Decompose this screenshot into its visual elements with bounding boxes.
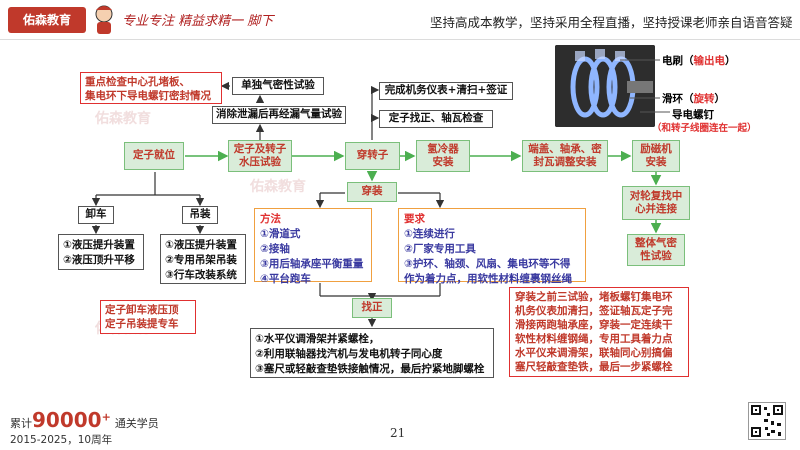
summary-line: 软性材料缠钢绳，专用工具着力点 — [515, 332, 673, 345]
stator-place-node: 定子就位 — [124, 142, 184, 170]
wheel-check-node: 对轮复找中 心并连接 — [622, 186, 690, 220]
summary-line: 穿装之前三试验，堵板螺钉集电环 — [515, 291, 673, 303]
method-box: 方法 ①滑道式 ②接轴 ③用后轴承座平衡重量 ④平台跑车 — [254, 208, 372, 285]
node-line: 定子及转子 — [233, 142, 287, 155]
summary-line: 塞尺轻敲查垫铁，最后一步紧螺栓 — [515, 360, 673, 373]
hoist-node: 吊装 — [182, 206, 218, 224]
summary-line: 机务仪表加清扫，签证轴瓦定子完 — [515, 304, 673, 317]
count-prefix: 累计 — [10, 417, 32, 430]
qr-code-icon — [748, 402, 786, 440]
reseal-test-box: 消除泄漏后再经漏气量试验 — [212, 106, 346, 124]
complete-items-box: 完成机务仪表+清扫+签证 — [379, 82, 513, 100]
airtight-test-box: 单独气密性试验 — [232, 77, 324, 95]
method-item: ④平台跑车 — [260, 272, 311, 285]
node-line: 安装 — [432, 156, 454, 168]
key-check-note: 重点检查中心孔堵板、 集电环下导电螺钉密封情况 — [80, 72, 222, 104]
note-line: 定子吊装提专车 — [105, 318, 179, 331]
node-line: 端盖、轴承、密 — [528, 142, 602, 155]
slip-ring-photo — [555, 45, 655, 127]
list-item: ①液压提升装置 — [165, 239, 237, 251]
require-item: ②厂家专用工具 — [404, 242, 476, 255]
brush-end: ） — [725, 55, 736, 67]
align-check-box: 定子找正、轴瓦检查 — [379, 110, 493, 128]
brand-logo: 佑森教育 — [8, 7, 86, 33]
count-plus: + — [101, 410, 111, 424]
node-line: 心并连接 — [635, 203, 677, 215]
thread-label-node: 穿装 — [347, 182, 397, 202]
brush-text: 电刷（ — [662, 55, 694, 67]
hoist-items: ①液压提升装置 ②专用吊架吊装 ③行车改装系统 — [160, 234, 246, 284]
list-item: ①液压提升装置 — [63, 239, 135, 251]
unload-items: ①液压提升装置 ②液压顶升平移 — [58, 234, 144, 270]
screw-label: 导电螺钉 — [672, 109, 714, 121]
require-item: ③护环、轴颈、风扇、集电环等不得 — [404, 257, 571, 270]
cooler-install-node: 氢冷器 安装 — [416, 140, 470, 172]
require-item: ①连续进行 — [404, 227, 455, 240]
overall-airtight-node: 整体气密 性试验 — [627, 234, 685, 266]
list-item: ②液压顶升平移 — [63, 254, 135, 267]
node-line: 封瓦调整安装 — [533, 156, 597, 168]
ring-text: 滑环（ — [662, 93, 694, 105]
node-line: 整体气密 — [635, 236, 677, 249]
require-item: 作为着力点，用软性材料缠裹钢丝绳 — [404, 272, 572, 285]
align-items: ①水平仪调滑架并紧螺栓， ②利用联轴器找汽机与发电机转子同心度 ③塞尺或轻敲查垫… — [250, 328, 494, 378]
summary-rhyme-box: 穿装之前三试验，堵板螺钉集电环 机务仪表加清扫，签证轴瓦定子完 滑接两跑轴承座，… — [509, 287, 689, 377]
unload-node: 卸车 — [78, 206, 114, 224]
method-title: 方法 — [260, 213, 281, 225]
page-number: 21 — [390, 426, 406, 440]
list-item: ②专用吊架吊装 — [165, 254, 237, 267]
require-title: 要求 — [404, 213, 425, 225]
node-line: 氢冷器 — [427, 142, 459, 155]
list-item: ③塞尺或轻敲查垫铁接触情况，最后拧紧地脚螺栓 — [255, 363, 485, 376]
watermark: 佑森教育 — [95, 111, 151, 127]
method-item: ①滑道式 — [260, 227, 301, 240]
method-item: ②接轴 — [260, 242, 290, 255]
cumulative-count: 累计90000+通关学员 — [10, 408, 159, 432]
note-line: 定子卸车液压顶 — [105, 304, 179, 316]
thread-rotor-node: 穿转子 — [345, 142, 400, 170]
method-item: ③用后轴承座平衡重量 — [260, 257, 364, 270]
list-item: ③行车改装系统 — [165, 269, 237, 282]
end-cover-node: 端盖、轴承、密 封瓦调整安装 — [522, 140, 608, 172]
summary-line: 水平仪来调滑架，联轴同心别搞偏 — [515, 346, 673, 359]
header-slogan: 坚持高成本教学，坚持采用全程直播，坚持授课老师亲自语音答疑 — [430, 15, 793, 30]
node-line: 对轮复找中 — [629, 189, 683, 202]
summary-line: 滑接两跑轴承座，穿装一定连续干 — [515, 318, 673, 331]
node-line: 安装 — [645, 156, 667, 168]
ring-label: 滑环（旋转） — [662, 91, 725, 106]
top-bar — [0, 0, 800, 40]
special-tools-note: 定子卸车液压顶 定子吊装提专车 — [100, 300, 196, 334]
list-item: ②利用联轴器找汽机与发电机转子同心度 — [255, 348, 443, 361]
watermark: 佑森教育 — [250, 179, 306, 195]
node-line: 水压试验 — [239, 156, 281, 168]
screw-note: （和转子线圈连在一起） — [652, 123, 757, 134]
node-line: 性试验 — [640, 250, 672, 262]
mascot-icon — [90, 4, 118, 36]
count-value: 90000 — [32, 408, 102, 432]
exciter-install-node: 励磁机 安装 — [632, 140, 680, 172]
handwritten-slogan: 专业专注 精益求精一 脚下 — [122, 14, 274, 29]
ring-end: ） — [714, 93, 726, 105]
count-suffix: 通关学员 — [114, 417, 159, 430]
brush-note: 输出电 — [693, 55, 726, 67]
key-check-line: 集电环下导电螺钉密封情况 — [85, 90, 211, 103]
ring-note: 旋转 — [693, 93, 715, 105]
require-box: 要求 ①连续进行 ②厂家专用工具 ③护环、轴颈、风扇、集电环等不得 作为着力点，… — [398, 208, 586, 285]
list-item: ①水平仪调滑架并紧螺栓， — [255, 333, 380, 345]
brush-label: 电刷（输出电） — [662, 53, 736, 68]
node-line: 励磁机 — [640, 142, 672, 155]
key-check-line: 重点检查中心孔堵板、 — [85, 76, 190, 88]
hydro-test-node: 定子及转子 水压试验 — [228, 140, 292, 172]
align-label-node: 找正 — [352, 298, 392, 318]
anniversary-text: 2015-2025，10周年 — [10, 434, 113, 446]
